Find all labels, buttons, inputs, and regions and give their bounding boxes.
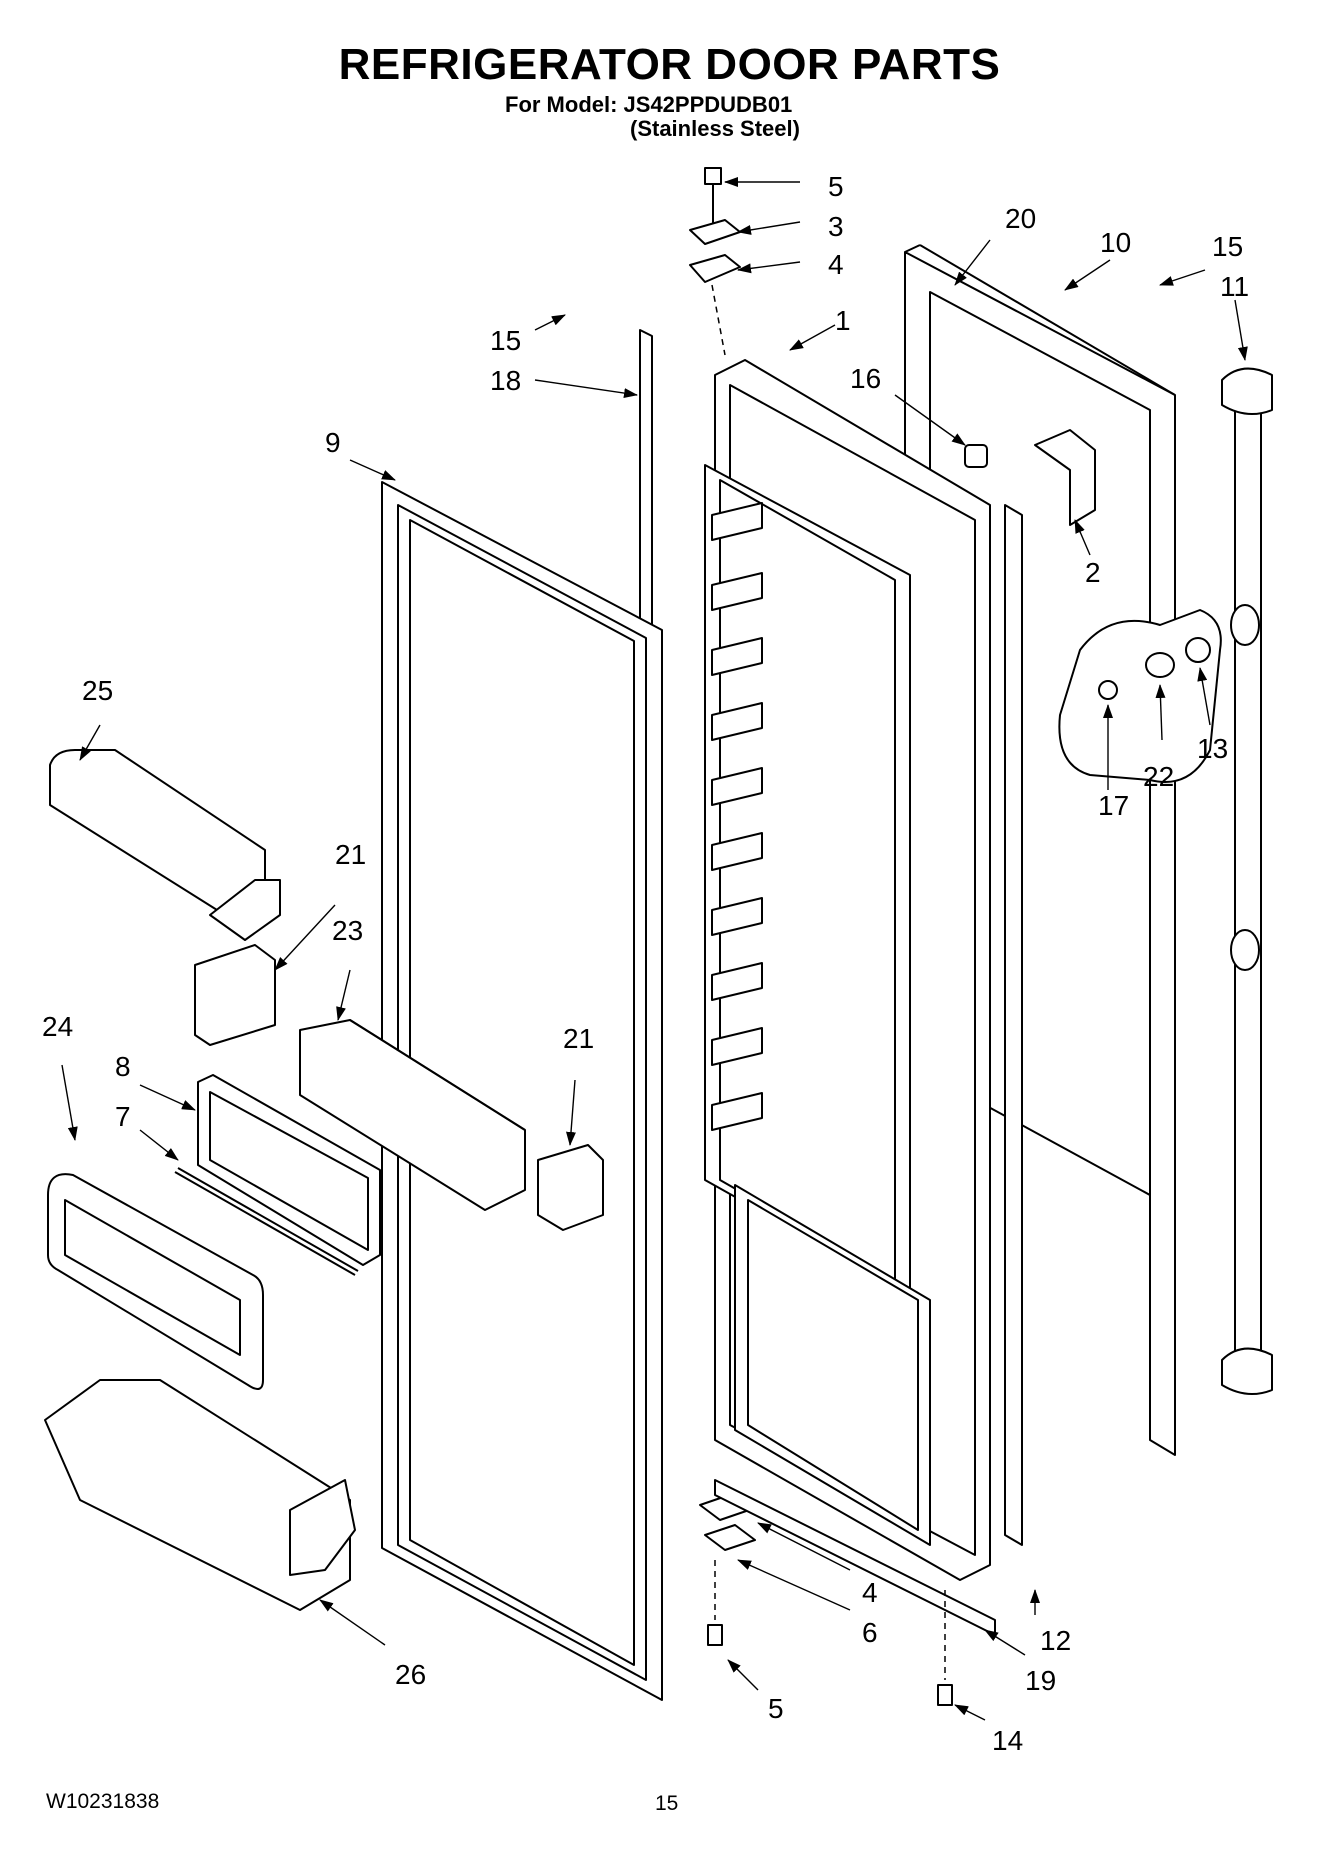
model-line: For Model: JS42PPDUDB01 [505,92,793,117]
callout-15-left: 15 [490,325,521,356]
callout-11: 11 [1220,271,1249,302]
bracket-part-2 [1034,429,1096,526]
callout-18: 18 [490,365,521,396]
liner-shelf-tabs [711,502,763,1131]
callout-13: 13 [1197,733,1228,764]
callout-labels: 5 3 4 1 20 10 15 11 16 2 15 18 9 25 21 2… [42,171,1249,1756]
finish-line: (Stainless Steel) [630,116,800,141]
callout-21-left: 21 [335,839,366,870]
handle-mount-detail [1058,609,1222,783]
door-gasket-part-9 [381,481,663,1701]
callout-10: 10 [1100,227,1131,258]
callout-9: 9 [325,427,341,458]
callout-17: 17 [1098,790,1129,821]
window-frame-part-8 [197,1074,381,1266]
dispenser-housing-part-23 [299,1019,526,1211]
callout-2: 2 [1085,557,1101,588]
top-hinge-parts [689,167,741,356]
callout-3: 3 [828,211,844,242]
callout-22: 22 [1143,761,1174,792]
callout-24: 24 [42,1011,73,1042]
callout-21-right: 21 [563,1023,594,1054]
door-liner-part-1 [704,359,991,1581]
callout-14: 14 [992,1725,1023,1756]
callout-4-bottom: 4 [862,1577,878,1608]
page-title: REFRIGERATOR DOOR PARTS [338,40,1001,89]
door-handle-part-11 [1221,367,1273,1395]
callout-12: 12 [1040,1625,1071,1656]
side-strip-part-12 [1004,504,1023,1546]
trim-strip-part-7 [174,1167,359,1276]
bin-end-cap-right-part-21 [537,1144,604,1231]
door-bin-part-26 [44,1379,356,1611]
callout-25: 25 [82,675,113,706]
callout-23: 23 [332,915,363,946]
callout-6: 6 [862,1617,878,1648]
callout-7: 7 [115,1101,131,1132]
callout-16: 16 [850,363,881,394]
door-bin-part-25 [49,749,281,941]
bottom-hinge-parts [699,1479,996,1706]
callout-1: 1 [835,305,851,336]
callout-4-top: 4 [828,249,844,280]
callout-20: 20 [1005,203,1036,234]
cap-part-16 [964,444,988,468]
callout-5-top: 5 [828,171,844,202]
callout-leaders [61,177,1248,1721]
callout-19: 19 [1025,1665,1056,1696]
callout-8: 8 [115,1051,131,1082]
page-number: 15 [655,1792,679,1815]
bin-end-cap-left-part-21 [194,944,276,1046]
callout-26: 26 [395,1659,426,1690]
document-number: W10231838 [46,1790,160,1813]
callout-15-right: 15 [1212,231,1243,262]
callout-5-bottom: 5 [768,1693,784,1724]
front-panel-part-24 [47,1173,264,1390]
